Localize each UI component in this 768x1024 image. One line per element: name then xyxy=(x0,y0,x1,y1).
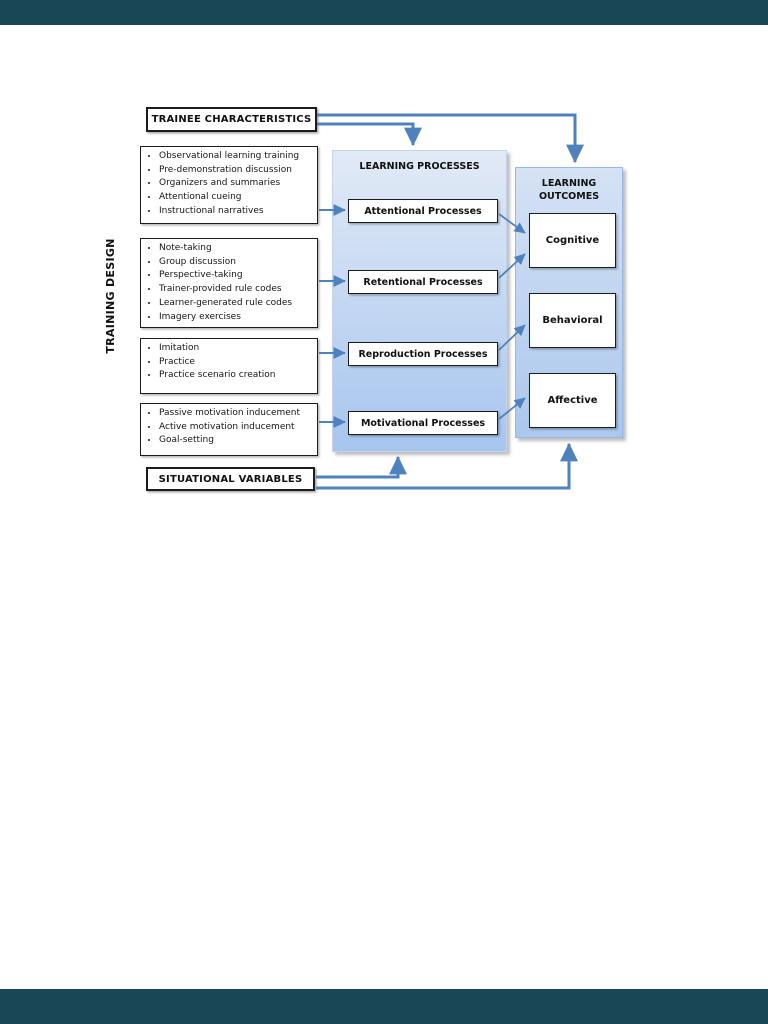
viewer-top-bar xyxy=(0,0,768,25)
bullet-item: Active motivation inducement xyxy=(159,421,315,435)
learning-processes-panel: LEARNING PROCESSES Attentional Processes… xyxy=(332,150,507,452)
viewer-bottom-bar xyxy=(0,989,768,1024)
learning-outcomes-title: LEARNING OUTCOMES xyxy=(538,178,600,202)
arrow-situational-to-processes xyxy=(316,455,407,479)
process-box-reproduction: Reproduction Processes xyxy=(348,342,498,366)
training-design-label: TRAINING DESIGN xyxy=(104,238,117,354)
process-box-attentional: Attentional Processes xyxy=(348,199,498,223)
arrow-trainee-to-processes xyxy=(317,122,422,147)
design-group-reproduction: ImitationPracticePractice scenario creat… xyxy=(140,338,318,394)
bullet-list: Note-takingGroup discussionPerspective-t… xyxy=(143,242,315,324)
bullet-item: Goal-setting xyxy=(159,434,315,448)
bullet-item: Learner-generated rule codes xyxy=(159,297,315,311)
outcome-box-affective: Affective xyxy=(529,373,616,428)
process-box-retentional: Retentional Processes xyxy=(348,270,498,294)
bullet-item: Passive motivation inducement xyxy=(159,407,315,421)
bullet-item: Instructional narratives xyxy=(159,205,315,219)
bullet-list: Passive motivation inducementActive moti… xyxy=(143,407,315,448)
design-group-attentional: Observational learning trainingPre-demon… xyxy=(140,146,318,224)
outcome-box-cognitive: Cognitive xyxy=(529,213,616,268)
bullet-item: Attentional cueing xyxy=(159,191,315,205)
situational-variables-label: SITUATIONAL VARIABLES xyxy=(158,473,303,485)
bullet-item: Pre-demonstration discussion xyxy=(159,164,315,178)
design-group-retentional: Note-takingGroup discussionPerspective-t… xyxy=(140,238,318,328)
bullet-list: ImitationPracticePractice scenario creat… xyxy=(143,342,315,383)
design-group-motivational: Passive motivation inducementActive moti… xyxy=(140,403,318,456)
bullet-item: Practice xyxy=(159,356,315,370)
bullet-list: Observational learning trainingPre-demon… xyxy=(143,150,315,219)
bullet-item: Perspective-taking xyxy=(159,269,315,283)
bullet-item: Group discussion xyxy=(159,256,315,270)
bullet-item: Note-taking xyxy=(159,242,315,256)
outcome-box-behavioral: Behavioral xyxy=(529,293,616,348)
bullet-item: Imagery exercises xyxy=(159,311,315,325)
bullet-item: Observational learning training xyxy=(159,150,315,164)
process-box-motivational: Motivational Processes xyxy=(348,411,498,435)
bullet-item: Trainer-provided rule codes xyxy=(159,283,315,297)
bullet-item: Practice scenario creation xyxy=(159,369,315,383)
bullet-item: Imitation xyxy=(159,342,315,356)
learning-processes-title: LEARNING PROCESSES xyxy=(359,161,480,172)
learning-outcomes-panel: LEARNING OUTCOMES Cognitive Behavioral A… xyxy=(515,167,623,438)
bullet-item: Organizers and summaries xyxy=(159,177,315,191)
situational-variables-box: SITUATIONAL VARIABLES xyxy=(146,467,315,491)
trainee-characteristics-label: TRAINEE CHARACTERISTICS xyxy=(151,114,312,125)
trainee-characteristics-box: TRAINEE CHARACTERISTICS xyxy=(146,107,317,132)
